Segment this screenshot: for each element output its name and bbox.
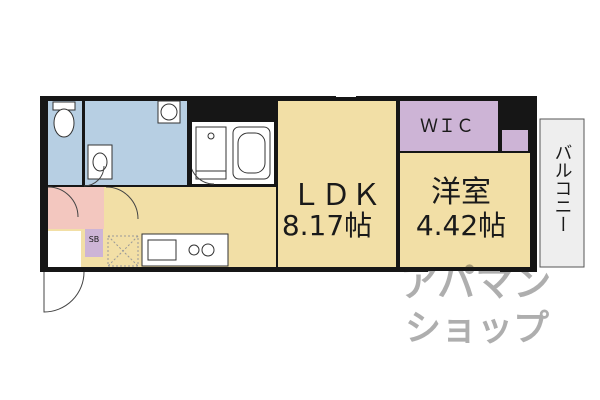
fridge-space-icon <box>107 235 139 267</box>
balcony-label: バルコニー <box>552 143 573 233</box>
ldk-room <box>278 101 396 267</box>
corner-closet <box>502 130 528 151</box>
sb-label: SB <box>89 235 100 244</box>
interior-walls <box>82 101 537 267</box>
toilet-icon <box>52 101 76 138</box>
window-marks <box>336 95 500 273</box>
western-size: 4.42帖 <box>416 209 506 242</box>
bathtub-icon <box>232 126 271 180</box>
western-room <box>400 153 530 267</box>
balcony <box>539 118 585 268</box>
washing-machine-icon <box>157 100 181 124</box>
kitchen-counter-icon <box>141 233 229 267</box>
shower-icon <box>195 126 227 180</box>
svg-text:ショップ: ショップ <box>405 308 549 349</box>
ldk-size: 8.17帖 <box>282 209 372 242</box>
ldk-label: ＬＤＫ <box>291 178 381 213</box>
genkan <box>48 231 81 267</box>
sink-icon <box>87 144 113 180</box>
sb-closet <box>85 229 103 257</box>
western-label: 洋室 <box>431 175 491 210</box>
watermark-logo: アパマン ショップ <box>400 261 551 349</box>
svg-text:アパマン: アパマン <box>400 261 551 305</box>
entrance <box>48 187 104 229</box>
wic-room <box>398 101 498 151</box>
wic-label: ＷＩＣ <box>420 116 474 137</box>
